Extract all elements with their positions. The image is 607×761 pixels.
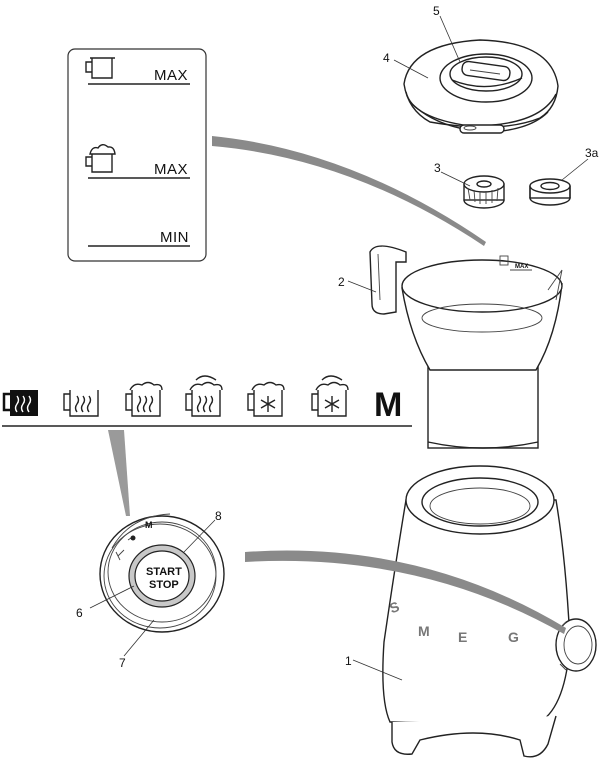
callout-3a: 3a xyxy=(585,146,599,160)
callout-1: 1 xyxy=(345,654,352,668)
stop-label: STOP xyxy=(149,579,179,591)
hot-light-foam-icon xyxy=(126,383,162,417)
callout-5: 5 xyxy=(433,4,440,18)
callout-6: 6 xyxy=(76,606,83,620)
zoom-beam-selector xyxy=(108,430,130,516)
callout-2: 2 xyxy=(338,275,345,289)
callout-3: 3 xyxy=(434,161,441,175)
hot-dense-foam-icon xyxy=(186,376,222,416)
callout-8: 8 xyxy=(215,509,222,523)
cold-foam-icon xyxy=(248,383,284,417)
svg-text:M: M xyxy=(418,623,430,639)
knob-inset: M START STOP xyxy=(100,514,224,632)
whisk xyxy=(464,176,504,208)
callout-7: 7 xyxy=(119,656,126,670)
program-row: M xyxy=(2,376,412,426)
base-unit xyxy=(383,466,596,757)
manual-mode-label: M xyxy=(374,386,402,424)
knob-mode-mark: M xyxy=(145,520,153,530)
jug-max-label: MAX xyxy=(515,264,528,270)
cold-dense-foam-icon xyxy=(312,376,348,416)
lid-cap xyxy=(440,54,532,102)
start-label: START xyxy=(146,566,182,578)
whisk-spacer xyxy=(530,179,570,205)
callout-4: 4 xyxy=(383,51,390,65)
svg-text:E: E xyxy=(458,629,467,645)
hot-milk-icon xyxy=(64,390,98,416)
min-label: MIN xyxy=(160,229,189,246)
max-foam-label: MAX xyxy=(154,161,188,178)
max-milk-label: MAX xyxy=(154,67,188,84)
svg-text:G: G xyxy=(508,629,519,645)
level-panel: MAX MAX MIN xyxy=(68,49,206,261)
zoom-beam-level-panel xyxy=(212,136,486,246)
hot-milk-selected-icon xyxy=(4,390,38,416)
